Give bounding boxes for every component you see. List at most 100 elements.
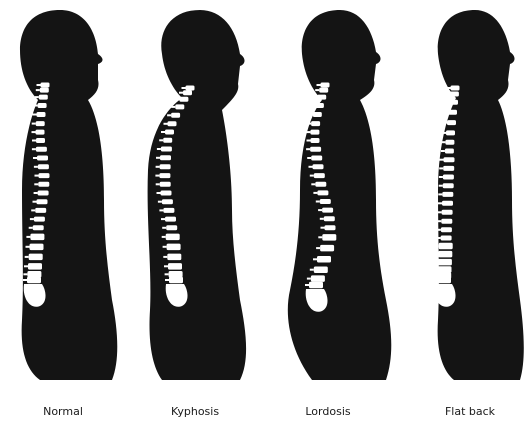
- spinous-process: [159, 139, 163, 141]
- vertebra: [321, 83, 330, 88]
- vertebra: [167, 244, 181, 251]
- label-kyphosis: Kyphosis: [140, 405, 250, 419]
- vertebra: [442, 210, 453, 215]
- vertebra: [309, 282, 323, 289]
- vertebra: [183, 90, 192, 95]
- spinous-process: [438, 193, 442, 195]
- vertebra: [443, 166, 454, 171]
- vertebra: [444, 157, 455, 162]
- spinous-process: [434, 268, 438, 270]
- vertebra: [40, 88, 49, 93]
- spinous-process: [33, 201, 37, 203]
- spinous-process: [34, 192, 38, 194]
- vertebra: [317, 190, 328, 195]
- vertebra: [322, 208, 333, 213]
- spinous-process: [441, 141, 445, 143]
- vertebra: [448, 110, 457, 115]
- spinous-process: [164, 123, 168, 125]
- vertebra: [159, 173, 170, 178]
- spinous-process: [444, 111, 448, 113]
- spinous-process: [438, 202, 442, 204]
- vertebra: [38, 103, 47, 108]
- vertebra: [315, 103, 324, 108]
- spinous-process: [317, 84, 321, 86]
- spinous-process: [165, 273, 169, 275]
- spinous-process: [33, 157, 37, 159]
- sacrum: [434, 284, 456, 307]
- vertebra: [311, 138, 320, 143]
- vertebra: [314, 267, 328, 274]
- spinous-process: [316, 201, 320, 203]
- spinous-process: [25, 256, 29, 258]
- vertebra: [311, 156, 322, 161]
- vertebra: [324, 216, 335, 221]
- vertebra: [39, 95, 48, 100]
- vertebra: [450, 92, 459, 97]
- vertebra: [441, 236, 452, 241]
- vertebra: [442, 201, 453, 206]
- spinous-process: [309, 114, 313, 116]
- spinous-process: [310, 175, 314, 177]
- vertebra: [29, 254, 43, 261]
- spinous-process: [32, 123, 36, 125]
- vertebra: [27, 277, 41, 284]
- spinous-process: [33, 114, 37, 116]
- vertebra: [310, 147, 321, 152]
- spinous-process: [156, 166, 160, 168]
- vertebra: [39, 173, 50, 178]
- spinous-process: [24, 265, 28, 267]
- vertebra: [171, 113, 180, 118]
- spinous-process: [162, 236, 166, 238]
- vertebra: [451, 86, 460, 91]
- vertebra: [37, 112, 46, 117]
- spinous-process: [23, 279, 27, 281]
- vertebra: [442, 192, 453, 197]
- vertebra: [162, 199, 173, 204]
- vertebra: [36, 130, 45, 135]
- vertebra: [443, 183, 454, 188]
- spinous-process: [306, 148, 310, 150]
- spinous-process: [320, 218, 324, 220]
- figure-lordosis: [288, 10, 391, 380]
- vertebra: [438, 251, 452, 258]
- spinous-process: [307, 278, 311, 280]
- vertebra: [38, 191, 49, 196]
- spinous-process: [442, 132, 446, 134]
- spinous-process: [439, 167, 443, 169]
- spinous-process: [35, 175, 39, 177]
- vertebra: [38, 182, 49, 187]
- vertebra: [38, 164, 49, 169]
- spinous-process: [313, 258, 317, 260]
- vertebra: [438, 259, 452, 266]
- spinous-process: [315, 89, 319, 91]
- vertebra: [175, 104, 184, 109]
- vertebra: [313, 112, 322, 117]
- spinous-process: [309, 166, 313, 168]
- vertebra: [36, 121, 45, 126]
- vertebra: [165, 217, 176, 222]
- vertebra: [36, 147, 47, 152]
- spinous-process: [32, 131, 36, 133]
- spinous-process: [311, 105, 315, 107]
- vertebra: [34, 217, 45, 222]
- spinous-process: [179, 92, 183, 94]
- vertebra: [311, 121, 320, 126]
- vertebra: [167, 254, 181, 261]
- vertebra: [317, 95, 326, 100]
- spinous-process: [34, 166, 38, 168]
- spinous-process: [447, 87, 451, 89]
- vertebra: [160, 182, 171, 187]
- vertebra: [437, 277, 451, 284]
- spinous-process: [30, 218, 34, 220]
- spinous-process: [445, 101, 449, 103]
- vertebra: [445, 149, 454, 154]
- vertebra: [445, 140, 454, 145]
- vertebra: [168, 263, 182, 270]
- spinous-process: [161, 218, 165, 220]
- vertebra: [35, 208, 46, 213]
- vertebra: [163, 138, 172, 143]
- spinous-process: [156, 183, 160, 185]
- figure-normal: [20, 10, 117, 380]
- spinous-process: [162, 227, 166, 229]
- spinous-process: [307, 140, 311, 142]
